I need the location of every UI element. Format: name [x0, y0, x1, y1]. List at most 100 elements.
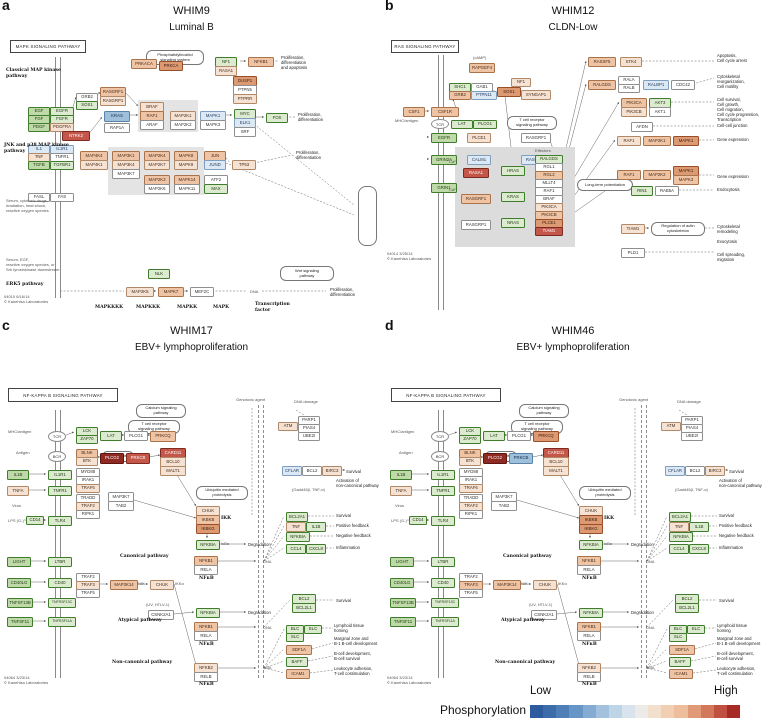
gene-box: CD40LG	[390, 578, 414, 588]
gene-box: PLCG1	[124, 431, 148, 441]
gene-box: SOS1	[76, 101, 98, 110]
annotation: Survival	[719, 513, 734, 518]
gene-box: ICAM1	[286, 669, 310, 679]
cell-membrane	[438, 410, 444, 678]
annotation: Serum, cytotoxic drugs, irradiation, hea…	[6, 198, 49, 213]
gene-box: MAP2K7	[144, 160, 170, 170]
annotation: Atypical pathway	[118, 618, 162, 623]
annotation: Virus	[12, 503, 22, 508]
gene-box: RASGRP1	[100, 96, 126, 106]
gene-box: RELB	[577, 672, 601, 682]
receptor-oval: TCR	[431, 431, 449, 442]
gene-box: EGFR	[431, 133, 457, 143]
gene-box: CALM1	[467, 155, 491, 165]
annotation: Exocytosis	[717, 239, 738, 244]
gene-box: TGFBR1	[50, 161, 74, 170]
annotation: LPS (G-)	[391, 518, 407, 523]
annotation: Leukocyte adhesion, T-cell costimulation	[334, 666, 373, 677]
annotation: (Gadd45β, TNF-α)	[675, 487, 708, 492]
gene-box: PRKACA	[131, 59, 157, 69]
annotation: 04064 3/23/14 © Kanehisa Laboratories	[4, 675, 49, 685]
panel-subtitle: CLDN-Low	[548, 22, 598, 33]
annotation: DNA	[250, 289, 259, 294]
legend-color-cell	[648, 705, 662, 718]
annotation: Survival	[336, 513, 351, 518]
annotation: 04064 3/23/14 © Kanehisa Laboratories	[387, 675, 432, 685]
gene-box: KRAS	[104, 111, 130, 122]
gene-box: RELA	[577, 565, 601, 575]
gene-box: RIPK1	[76, 510, 100, 519]
annotation: MHC/antigen	[391, 429, 415, 434]
gene-box: LAT	[100, 431, 122, 441]
legend-color-cell	[661, 705, 675, 718]
annotation: LPS (G-)	[8, 518, 24, 523]
annotation: Proliferation, differentiation	[330, 287, 356, 298]
annotation: Cytoskeletal remodeling	[717, 224, 740, 235]
gene-box: CSNK2A1	[531, 610, 557, 620]
gene-box: BTK	[76, 457, 98, 466]
annotation: NFκB	[199, 682, 214, 687]
legend-high-label: High	[714, 685, 738, 697]
gene-box: MALT1	[543, 466, 569, 476]
panel-letter: d	[385, 317, 394, 333]
gene-box: BAFF	[286, 657, 308, 667]
annotation: Proliferation, differentiation	[296, 150, 322, 161]
gene-box: STK4	[620, 57, 642, 67]
annotation: Proliferation, differentiation and apopt…	[281, 55, 308, 71]
annotation: DNA	[263, 625, 272, 630]
gene-box: ATM	[661, 422, 681, 431]
annotation: Survival	[719, 598, 734, 603]
annotation: NFκB	[199, 642, 214, 647]
cell-membrane	[438, 55, 444, 310]
gene-box: KRAS	[501, 192, 525, 202]
gene-box: RELB	[194, 672, 218, 682]
panel-title: WHIM17	[170, 325, 213, 337]
gene-box: MAP2K6	[144, 184, 170, 194]
gene-box: IL1B	[7, 470, 29, 480]
gene-box: TRAF5	[459, 589, 483, 598]
receptor-oval: TCR	[48, 431, 66, 442]
legend-low-label: Low	[530, 685, 552, 697]
gene-box: RASGRP1	[461, 220, 491, 230]
gene-box: CCL4	[286, 544, 306, 554]
annotation: DNA damage	[294, 399, 318, 404]
legend-color-cell	[582, 705, 596, 718]
gene-box: ZAP70	[459, 435, 481, 444]
gene-box: CD40	[48, 578, 72, 588]
gene-box: IKBKG	[579, 524, 603, 534]
gene-box: RIN1	[631, 186, 653, 196]
gene-box: RASA1	[463, 168, 489, 178]
annotation: Gene expression	[717, 137, 749, 142]
gene-box: LAT	[451, 120, 473, 129]
gene-box: JUND	[204, 160, 226, 170]
gene-box: TIAM1	[621, 224, 645, 234]
annotation: Survival	[346, 469, 361, 474]
pathway-title-box: MAPK SIGNALING PATHWAY	[10, 40, 86, 53]
annotation: Marginal zone and B-1 B-cell development	[334, 636, 378, 647]
annotation: NFκB	[582, 576, 597, 581]
gene-box: BCL2A1	[286, 512, 308, 522]
annotation: IKK	[604, 516, 615, 521]
gene-box: BCL2L1	[292, 603, 316, 613]
annotation: IκBα	[604, 541, 613, 546]
gene-box: HRAS	[501, 166, 525, 176]
annotation: Degradation	[248, 610, 271, 615]
gene-box: PLCE1	[467, 133, 491, 143]
pathway-title-box: NF-KAPPA B SIGNALING PATHWAY	[391, 388, 501, 402]
gene-box: TRAF6	[459, 484, 483, 493]
pathway-reference-note: Calcium signaling pathway	[136, 404, 186, 418]
gene-box: ELC	[687, 625, 705, 634]
gene-box: FASL	[28, 193, 50, 202]
gene-box: MAPK1	[673, 136, 699, 146]
gene-box: RAF1	[617, 170, 641, 180]
gene-box: SOS1	[497, 87, 521, 97]
gene-box: MAP2K2	[170, 120, 196, 130]
annotation: (UV, HTLV-1)	[146, 602, 170, 607]
legend-color-cell	[595, 705, 609, 718]
gene-box: NLK	[148, 269, 170, 279]
annotation: Ca²⁺	[449, 159, 458, 164]
gene-box: RALBP1	[643, 80, 669, 90]
annotation: Ca²⁺	[449, 187, 458, 192]
